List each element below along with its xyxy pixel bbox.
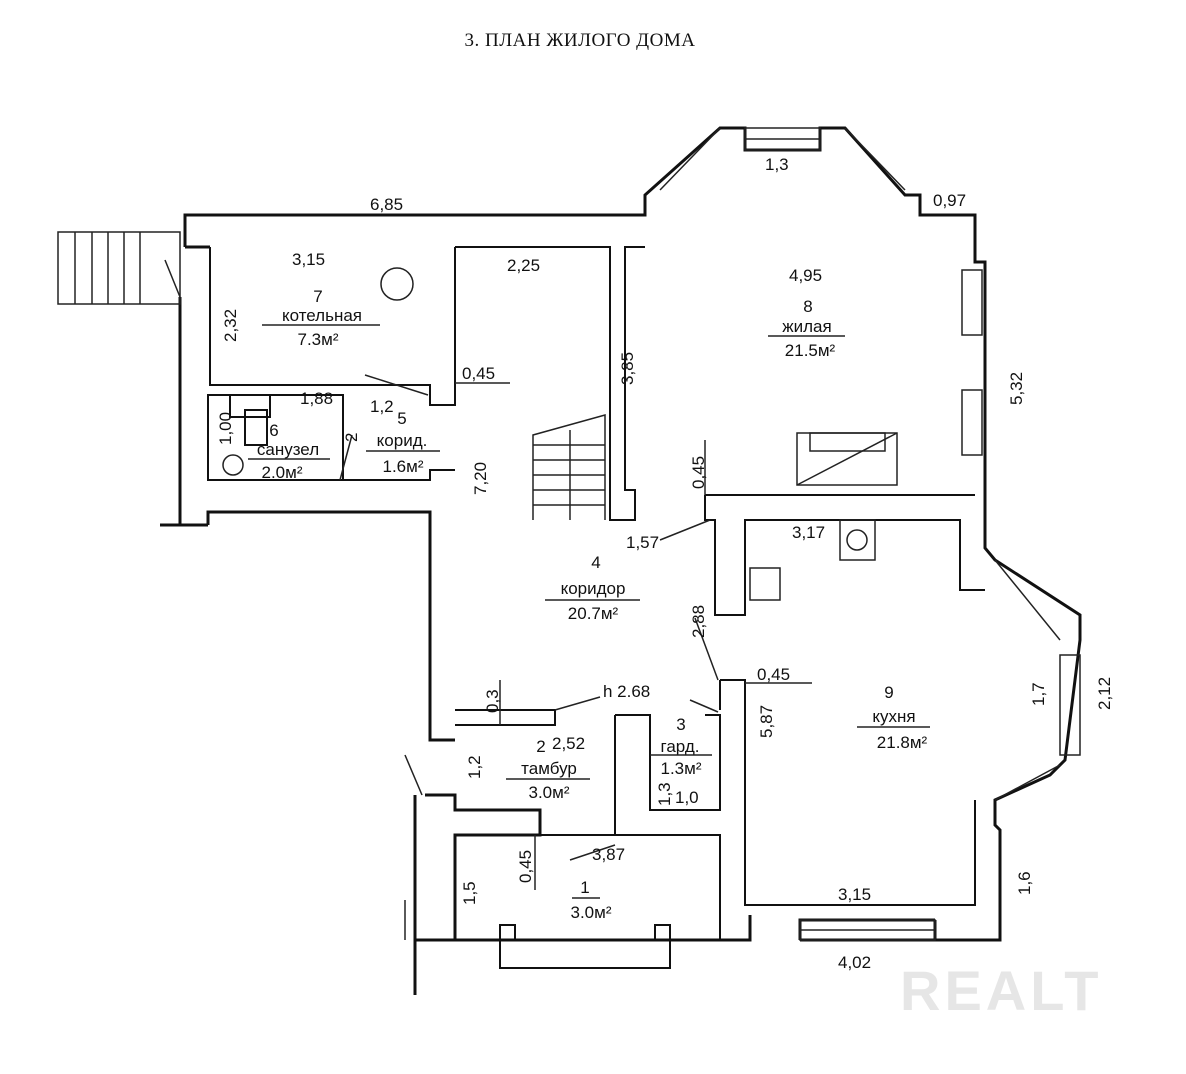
room-name: тамбур: [521, 759, 577, 778]
room-number: 5: [397, 409, 406, 428]
room-6-label: 6 санузел 2.0м²: [248, 421, 330, 482]
room-area: 1.6м²: [383, 457, 424, 476]
window-living-2: [961, 389, 983, 456]
dim-kitchen-door: 0,45: [757, 665, 790, 684]
dim-stair-wall: 3,85: [618, 352, 637, 385]
boiler-icon: [380, 267, 414, 301]
dim-porch-depth: 1,5: [460, 881, 479, 905]
room-number: 7: [313, 287, 322, 306]
window-living-1: [961, 269, 983, 336]
room-3-label: 3 гард. 1.3м²: [650, 715, 712, 778]
door-lines: [164, 259, 812, 940]
room-name: котельная: [282, 306, 362, 325]
room-number: 4: [591, 553, 600, 572]
room-area: 21.8м²: [877, 733, 928, 752]
dim-vestibule-width: 2,52: [552, 734, 585, 753]
room-name: жилая: [782, 317, 831, 336]
room-4-label: 4 коридор 20.7м²: [545, 553, 640, 623]
plan-title: 3. ПЛАН ЖИЛОГО ДОМА: [464, 30, 696, 51]
dim-kitchen-bottom-inner: 3,15: [838, 885, 871, 904]
dim-boiler-depth: 2,32: [221, 309, 240, 342]
dim-living-width: 4,95: [789, 266, 822, 285]
dim-porch-diag: 3,87: [592, 845, 625, 864]
window-kitchen-bay: [1059, 654, 1081, 756]
sink-icon: [749, 567, 781, 601]
room-name: корид.: [377, 431, 428, 450]
dim-wc-side: 1,00: [216, 412, 235, 445]
dim-corridor-length: 7,20: [471, 462, 490, 495]
room-area: 3.0м²: [571, 903, 612, 922]
room-number: 1: [580, 878, 589, 897]
room-area: 21.5м²: [785, 341, 836, 360]
dim-kitchen-length: 5,87: [757, 705, 776, 738]
dim-kitchen-bay-outer: 2,12: [1095, 677, 1114, 710]
dim-corridor-small-a: 1,88: [300, 389, 333, 408]
room-area: 3.0м²: [529, 783, 570, 802]
room-8-label: 8 жилая 21.5м²: [768, 297, 845, 360]
dim-wardrobe-a: 1,3: [655, 782, 674, 806]
dim-corridor-step: 0,3: [483, 689, 502, 713]
room-number: 2: [536, 737, 545, 756]
dim-corridor-small-b: 1,2: [370, 397, 394, 416]
dim-top-wall: 6,85: [370, 195, 403, 214]
dim-wardrobe-b: 1,0: [675, 788, 699, 807]
dim-living-door: 0,45: [689, 456, 708, 489]
interior-stairs: [532, 414, 606, 520]
room-5-label: 5 корид. 1.6м²: [366, 409, 440, 476]
dim-kitchen-corner: 1,6: [1015, 871, 1034, 895]
dim-bay-top: 1,3: [765, 155, 789, 174]
room-name: коридор: [561, 579, 626, 598]
room-area: 2.0м²: [262, 463, 303, 482]
room-name: санузел: [257, 440, 319, 459]
room-2-label: 2 тамбур 3.0м²: [506, 737, 590, 802]
dim-kitchen-bottom-outer: 4,02: [838, 953, 871, 972]
room-name: гард.: [661, 737, 700, 756]
stove-icon: [839, 519, 876, 561]
ceiling-height: h 2.68: [603, 682, 650, 701]
room-area: 20.7м²: [568, 604, 619, 623]
fixtures: [222, 267, 898, 601]
dim-living-side: 5,32: [1007, 372, 1026, 405]
exterior-stairs: [57, 231, 181, 305]
dim-boiler-door: 0,45: [462, 364, 495, 383]
room-name: кухня: [872, 707, 915, 726]
room-number: 6: [269, 421, 278, 440]
dim-corridor-diag: 2,88: [689, 605, 708, 638]
toilet-icon: [222, 454, 244, 476]
dim-bay-corner: 0,97: [933, 191, 966, 210]
room-number: 8: [803, 297, 812, 316]
room-number: 3: [676, 715, 685, 734]
interior-walls: [207, 246, 985, 995]
dim-wc-door: 2: [342, 433, 361, 442]
room-number: 9: [884, 683, 893, 702]
dim-boiler-width: 3,15: [292, 250, 325, 269]
room-9-label: 9 кухня 21.8м²: [857, 683, 930, 752]
dim-porch-door: 0,45: [516, 850, 535, 883]
room-7-label: 7 котельная 7.3м²: [262, 287, 380, 349]
room-area: 7.3м²: [298, 330, 339, 349]
room-area: 1.3м²: [661, 759, 702, 778]
watermark-logo: REALT: [900, 959, 1103, 1022]
windows: [659, 127, 1081, 941]
dimension-labels: 6,85 1,3 0,97 3,15 2,32 2,25 3,85 4,95 5…: [216, 155, 1114, 972]
dim-kitchen-top: 3,17: [792, 523, 825, 542]
dim-vestibule-depth: 1,2: [465, 755, 484, 779]
dim-stair-width: 2,25: [507, 256, 540, 275]
dim-kitchen-bay: 1,7: [1029, 682, 1048, 706]
room-1-label: 1 3.0м²: [571, 878, 612, 922]
dim-corridor-top: 1,57: [626, 533, 659, 552]
